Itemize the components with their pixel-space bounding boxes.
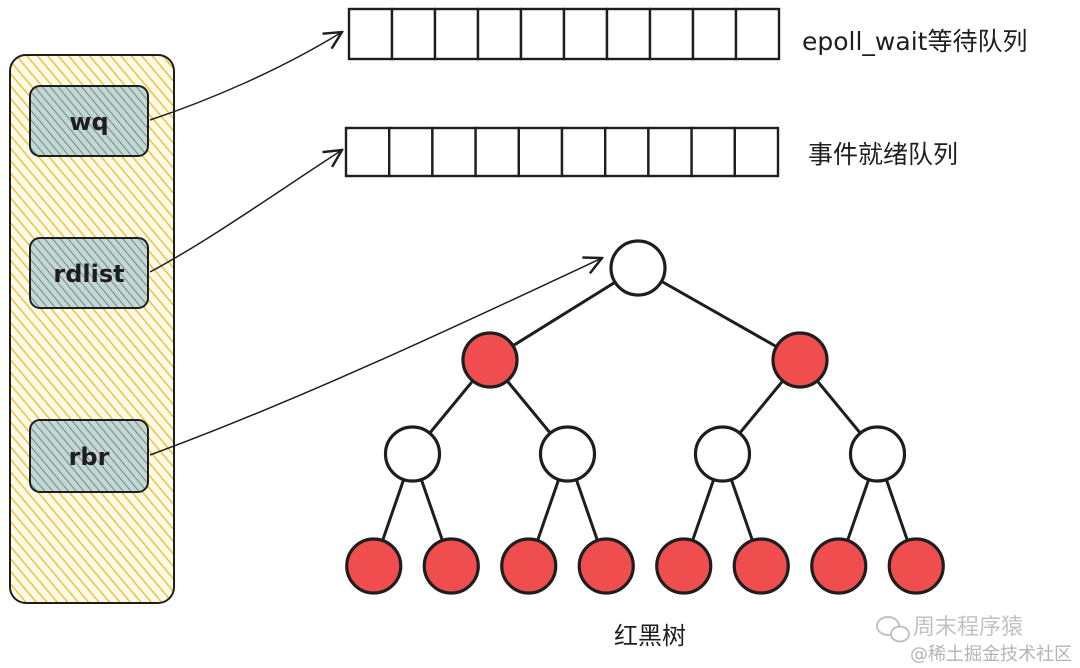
tree-node-red xyxy=(771,331,829,389)
wait-queue-cell xyxy=(734,7,781,61)
arrow-wq-to-wait-queue xyxy=(149,32,342,121)
tree-node-red xyxy=(577,537,635,595)
tree-node-red xyxy=(655,537,713,595)
field-rdlist: rdlist xyxy=(29,237,149,309)
ready-queue-cell xyxy=(690,126,736,178)
ready-queue-cell xyxy=(388,126,434,178)
ready-queue-cell xyxy=(733,126,780,178)
watermark-line2: @稀土掘金技术社区 xyxy=(910,644,1072,665)
field-rdlist-box xyxy=(29,237,149,309)
ready-queue-cell xyxy=(474,126,521,178)
tree-node-black xyxy=(383,425,442,483)
tree-edge xyxy=(489,266,639,362)
arrow-rdlist-to-ready-queue xyxy=(149,150,342,273)
wait-queue-cell xyxy=(390,7,437,61)
tree-node-red xyxy=(461,331,519,389)
ready-queue: 事件就绪队列 xyxy=(344,126,958,178)
tree-node-red xyxy=(422,537,480,595)
wait-queue-cell xyxy=(605,7,652,61)
field-wq-box xyxy=(29,85,149,157)
wait-queue-label: epoll_wait等待队列 xyxy=(802,27,1027,56)
wait-queue-cell xyxy=(519,7,566,61)
watermark: 周末程序猿 @稀土掘金技术社区 xyxy=(876,615,1072,665)
rb-tree-label: 红黑树 xyxy=(614,622,686,650)
rb-tree-nodes xyxy=(345,239,945,595)
tree-edge xyxy=(637,266,801,362)
field-rdlist-label: rdlist xyxy=(53,260,124,288)
wait-queue: epoll_wait等待队列 xyxy=(347,7,1027,61)
ready-queue-cell xyxy=(604,126,650,178)
tree-node-black xyxy=(693,425,752,483)
ready-queue-label: 事件就绪队列 xyxy=(808,140,958,169)
wait-queue-cells xyxy=(347,7,781,61)
watermark-line1: 周末程序猿 xyxy=(913,615,1023,640)
ready-queue-cell xyxy=(647,126,693,178)
field-wq-label: wq xyxy=(69,108,108,136)
wait-queue-cell xyxy=(648,7,695,61)
ready-queue-cell xyxy=(517,126,564,178)
arrow-rbr-to-tree-root xyxy=(149,258,602,456)
tree-node-red xyxy=(732,537,790,595)
tree-node-black xyxy=(848,425,907,483)
tree-node-red xyxy=(345,537,403,595)
tree-node-black xyxy=(538,425,597,483)
pointer-arrows xyxy=(149,32,602,456)
tree-node-red xyxy=(887,537,945,595)
tree-node-red xyxy=(810,537,868,595)
rb-tree-edges xyxy=(372,266,918,567)
ready-queue-cell xyxy=(560,126,607,178)
wait-queue-cell xyxy=(433,7,480,61)
field-wq: wq xyxy=(29,85,149,157)
wechat-icon xyxy=(876,616,910,643)
field-rbr: rbr xyxy=(29,419,149,493)
tree-root-node xyxy=(609,239,667,297)
ready-queue-cell xyxy=(431,126,477,178)
ready-queue-cells xyxy=(344,126,780,178)
wait-queue-cell xyxy=(476,7,523,61)
field-rbr-label: rbr xyxy=(69,443,110,471)
field-rbr-box xyxy=(29,419,149,493)
wait-queue-cell xyxy=(691,7,738,61)
wait-queue-cell xyxy=(347,7,394,61)
wait-queue-cell xyxy=(562,7,609,61)
tree-node-red xyxy=(500,537,558,595)
ready-queue-cell xyxy=(344,126,391,178)
